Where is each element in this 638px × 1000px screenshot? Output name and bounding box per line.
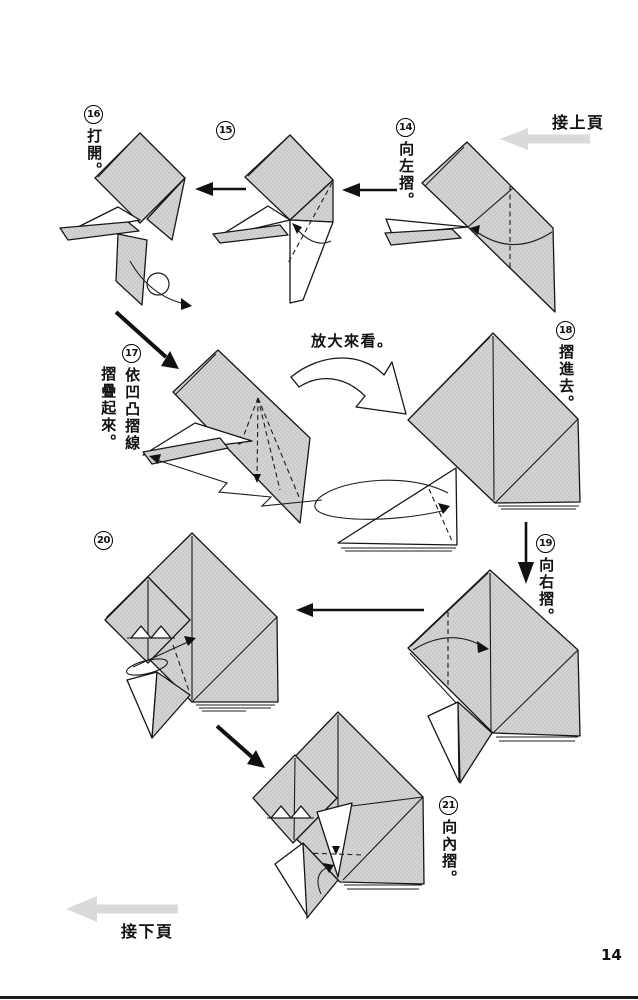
figure-step-19 (407, 569, 581, 784)
zoom-callout-arrow-icon (290, 357, 407, 415)
fold-line-dashed (257, 397, 281, 491)
step-17-caption-line2: 摺疊起來。 (99, 366, 118, 451)
arrow-step-18-to-19 (518, 522, 534, 584)
step-18-number-badge: 18 (556, 321, 575, 340)
step-20-label: 20 (94, 531, 113, 554)
step-18-label: 18 摺進去。 (556, 321, 575, 412)
page-number: 14 (601, 946, 622, 964)
arrow-step-14-to-15 (342, 183, 397, 197)
arrow-step-20-to-21 (215, 724, 265, 768)
step-17-label: 17 依凹凸摺線 (122, 344, 141, 452)
fold-line-dashed (241, 397, 259, 441)
step-17-number-badge: 17 (122, 344, 141, 363)
fold-line-dashed (256, 397, 259, 479)
next-page-arrow-icon (66, 896, 178, 922)
step-17-caption-line1: 依凹凸摺線 (123, 367, 142, 452)
figure-step-21 (252, 711, 425, 919)
step-14-caption: 向左摺。 (397, 141, 416, 209)
step-19-label: 19 向右摺。 (536, 534, 555, 625)
page-bottom-edge (0, 996, 638, 999)
step-15-number-badge: 15 (216, 121, 235, 140)
step-17-label-line2: 摺疊起來。 (99, 366, 118, 451)
step-20-number-badge: 20 (94, 531, 113, 550)
figure-step-15 (212, 134, 334, 304)
arrow-step-15-to-16 (195, 182, 246, 196)
step-21-caption: 向內摺。 (440, 819, 459, 887)
step-18-caption: 摺進去。 (557, 344, 576, 412)
next-page-link-text: 接下頁 (121, 922, 174, 941)
prev-page-link-text: 接上頁 (552, 113, 605, 132)
figure-step-17 (142, 349, 323, 524)
step-15-label: 15 (216, 121, 235, 144)
step-14-label: 14 向左摺。 (396, 118, 415, 209)
step-16-number-badge: 16 (84, 105, 103, 124)
step-19-caption: 向右摺。 (537, 557, 556, 625)
step-16-label: 16 打開。 (84, 105, 103, 179)
figure-step-20 (104, 532, 279, 739)
fold-line-dashed (304, 852, 364, 856)
rotate-symbol-ellipse (126, 658, 168, 676)
step-21-number-badge: 21 (439, 796, 458, 815)
step-19-number-badge: 19 (536, 534, 555, 553)
step-21-label: 21 向內摺。 (439, 796, 458, 887)
arrow-step-19-to-20 (296, 603, 424, 617)
fold-line-dashed (257, 397, 300, 498)
step-14-number-badge: 14 (396, 118, 415, 137)
step-16-caption: 打開。 (85, 128, 104, 179)
fold-line-dashed (286, 182, 333, 266)
prev-page-arrow-icon (500, 128, 590, 150)
fold-line-dashed (428, 488, 453, 542)
figure-step-14 (384, 141, 556, 313)
figure-step-18 (314, 332, 581, 552)
zoom-note: 放大來看。 (311, 332, 394, 350)
arrow-step-16-to-17 (114, 310, 179, 369)
figure-step-16 (59, 132, 192, 310)
